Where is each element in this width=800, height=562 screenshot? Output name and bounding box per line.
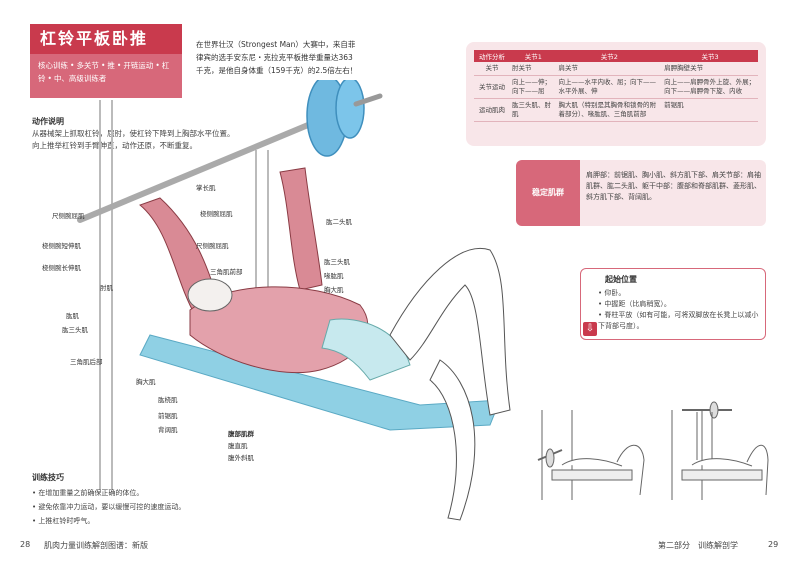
table-cell: 运动肌肉 xyxy=(474,98,510,122)
tag: 推 xyxy=(107,61,115,70)
list-item: • 在增加重量之前确保正确的体位。 xyxy=(32,489,144,497)
table-cell: 关节运动 xyxy=(474,75,510,99)
label-hongongji: 喙肱肌 xyxy=(324,272,344,280)
left-page-number: 28 xyxy=(20,540,31,549)
left-running-title: 肌肉力量训练解剖图谱：新版 xyxy=(44,541,148,550)
label-xiongdaji-right: 胸大肌 xyxy=(324,286,344,294)
table-cell: 关节 xyxy=(474,62,510,76)
table-cell: 肱三头肌、肘肌 xyxy=(510,98,557,122)
table-cell: 肘关节 xyxy=(510,62,557,76)
analysis-table-card: 动作分析 关节1 关节2 关节3 关节 肘关节 肩关节 肩胛胸壁关节 关节运动 … xyxy=(466,42,766,146)
tag: 杠铃 xyxy=(38,61,170,83)
label-fuwaixieji: 腹外斜肌 xyxy=(228,454,254,462)
list-item: • 中握距（比肩稍宽）。 xyxy=(598,300,671,308)
right-page-number: 29 xyxy=(768,540,779,549)
start-position-card xyxy=(580,268,766,340)
list-item: • 仰卧。 xyxy=(598,289,626,297)
start-position-title: 起始位置 xyxy=(605,275,637,284)
table-cell: 向上——水平内收、屈；向下——水平外展、伸 xyxy=(556,75,663,99)
table-cell: 胸大肌（特别是其胸骨和锁骨的附着部分）、喙肱肌、三角肌前部 xyxy=(556,98,663,122)
label-gongji: 肱肌 xyxy=(66,312,79,320)
table-cell: 肩胛胸壁关节 xyxy=(662,62,758,76)
right-arm xyxy=(279,167,323,291)
label-naocewanqu: 桡侧腕屈肌 xyxy=(200,210,233,218)
tag: 中、高级训练者 xyxy=(53,74,107,83)
label-zhouji: 肘肌 xyxy=(100,284,113,292)
shorts xyxy=(321,318,411,381)
label-abdominals-title: 腹部肌群 xyxy=(228,430,254,438)
table-header: 关节2 xyxy=(556,50,663,62)
label-xiongdaji: 胸大肌 xyxy=(136,378,156,386)
tag: 核心训练 xyxy=(38,61,68,70)
table-cell: 肩关节 xyxy=(556,62,663,76)
table-header: 关节3 xyxy=(662,50,758,62)
table-cell: 向上——伸；向下——屈 xyxy=(510,75,557,99)
stabilizers-label: 稳定肌群 xyxy=(516,160,580,226)
label-fuzhiji: 腹直肌 xyxy=(228,442,248,450)
table-row: 运动肌肉 肱三头肌、肘肌 胸大肌（特别是其胸骨和锁骨的附着部分）、喙肱肌、三角肌… xyxy=(474,98,758,122)
stabilizers-card: 稳定肌群 肩胛部：前锯肌、胸小肌、斜方肌下部、肩关节部：肩袖肌群、肱二头肌、躯干… xyxy=(516,160,766,226)
label-gongertou: 肱二头肌 xyxy=(326,218,352,226)
tips-title: 训练技巧 xyxy=(32,473,64,482)
table-cell: 前锯肌 xyxy=(662,98,758,122)
movement-title: 动作说明 xyxy=(32,117,64,126)
bench-press-illustration xyxy=(77,80,511,521)
exercise-title: 杠铃平板卧推 xyxy=(30,24,182,54)
list-item: • 上推杠铃时呼气。 xyxy=(32,517,95,525)
tips-list: • 在增加重量之前确保正确的体位。 • 避免依靠冲力运动，要以缓慢可控的速度运动… xyxy=(32,486,272,528)
legs xyxy=(389,248,511,416)
movement-line: 从器械架上抓取杠铃，屈肘，使杠铃下降到上胸部水平位置。 xyxy=(32,129,235,138)
label-bekuoji: 背阔肌 xyxy=(158,426,178,434)
movement-text: 从器械架上抓取杠铃，屈肘，使杠铃下降到上胸部水平位置。 向上推举杠铃到手臂伸直，… xyxy=(32,128,272,152)
leg-lower xyxy=(429,359,476,521)
exercise-tags: 核心训练•多关节•推•开链运动•杠铃•中、高级训练者 xyxy=(30,54,182,98)
analysis-table: 动作分析 关节1 关节2 关节3 关节 肘关节 肩关节 肩胛胸壁关节 关节运动 … xyxy=(474,50,758,122)
label-chiceqiwanji: 尺侧腕屈肌 xyxy=(52,212,85,220)
list-item: • 避免依靠冲力运动，要以缓慢可控的速度运动。 xyxy=(32,503,186,511)
barbell xyxy=(77,80,383,223)
rack-frame xyxy=(99,100,269,490)
intro-text: 在世界壮汉（Strongest Man）大赛中，来自菲律宾的选手安东尼・克拉克平… xyxy=(196,40,358,75)
table-row: 关节运动 向上——伸；向下——屈 向上——水平内收、屈；向下——水平外展、伸 向… xyxy=(474,75,758,99)
start-position-list: • 仰卧。 • 中握距（比肩稍宽）。 • 脊柱平放（如有可能，可将双脚放在长凳上… xyxy=(598,288,764,332)
table-header-row: 动作分析 关节1 关节2 关节3 xyxy=(474,50,758,62)
head xyxy=(187,278,233,312)
table-cell: 向上——肩胛骨外上旋、外展；向下——肩胛骨下旋、内收 xyxy=(662,75,758,99)
down-arrow-icon: ⇩ xyxy=(583,322,597,336)
sequence-figure-end xyxy=(671,401,769,500)
right-running-title: 第二部分 训练解剖学 xyxy=(658,541,738,550)
label-gongnaoji: 肱桡肌 xyxy=(158,396,178,404)
table-header: 关节1 xyxy=(510,50,557,62)
label-zhangchangji: 掌长肌 xyxy=(196,184,216,192)
exercise-sequence-figures xyxy=(537,401,769,500)
label-sanjiaoji-qian: 三角肌前部 xyxy=(210,268,243,276)
table-header: 动作分析 xyxy=(474,50,510,62)
table-row: 关节 肘关节 肩关节 肩胛胸壁关节 xyxy=(474,62,758,76)
tag: 多关节 xyxy=(76,61,99,70)
label-naocewanchang: 桡侧腕长伸肌 xyxy=(42,264,81,272)
list-item: • 脊柱平放（如有可能，可将双脚放在长凳上以减小下背部弓度）。 xyxy=(598,311,759,330)
label-naocewanduan: 桡侧腕短伸肌 xyxy=(42,242,81,250)
label-sanjiaoji-hou: 三角肌后部 xyxy=(70,358,103,366)
sequence-figure-start xyxy=(537,410,645,500)
label-chicewanqu: 尺侧腕屈肌 xyxy=(196,242,229,250)
movement-line: 向上推举杠铃到手臂伸直，动作还原，不断重复。 xyxy=(32,141,197,150)
label-qianjuji: 前锯肌 xyxy=(158,412,178,420)
label-gongsantou-left: 肱三头肌 xyxy=(62,326,88,334)
stabilizers-text: 肩胛部：前锯肌、胸小肌、斜方肌下部、肩关节部：肩袖肌群、肱二头肌、躯干中部：腹部… xyxy=(586,171,761,201)
tag: 开链运动 xyxy=(123,61,154,70)
label-gongsantou-right: 肱三头肌 xyxy=(324,258,350,266)
